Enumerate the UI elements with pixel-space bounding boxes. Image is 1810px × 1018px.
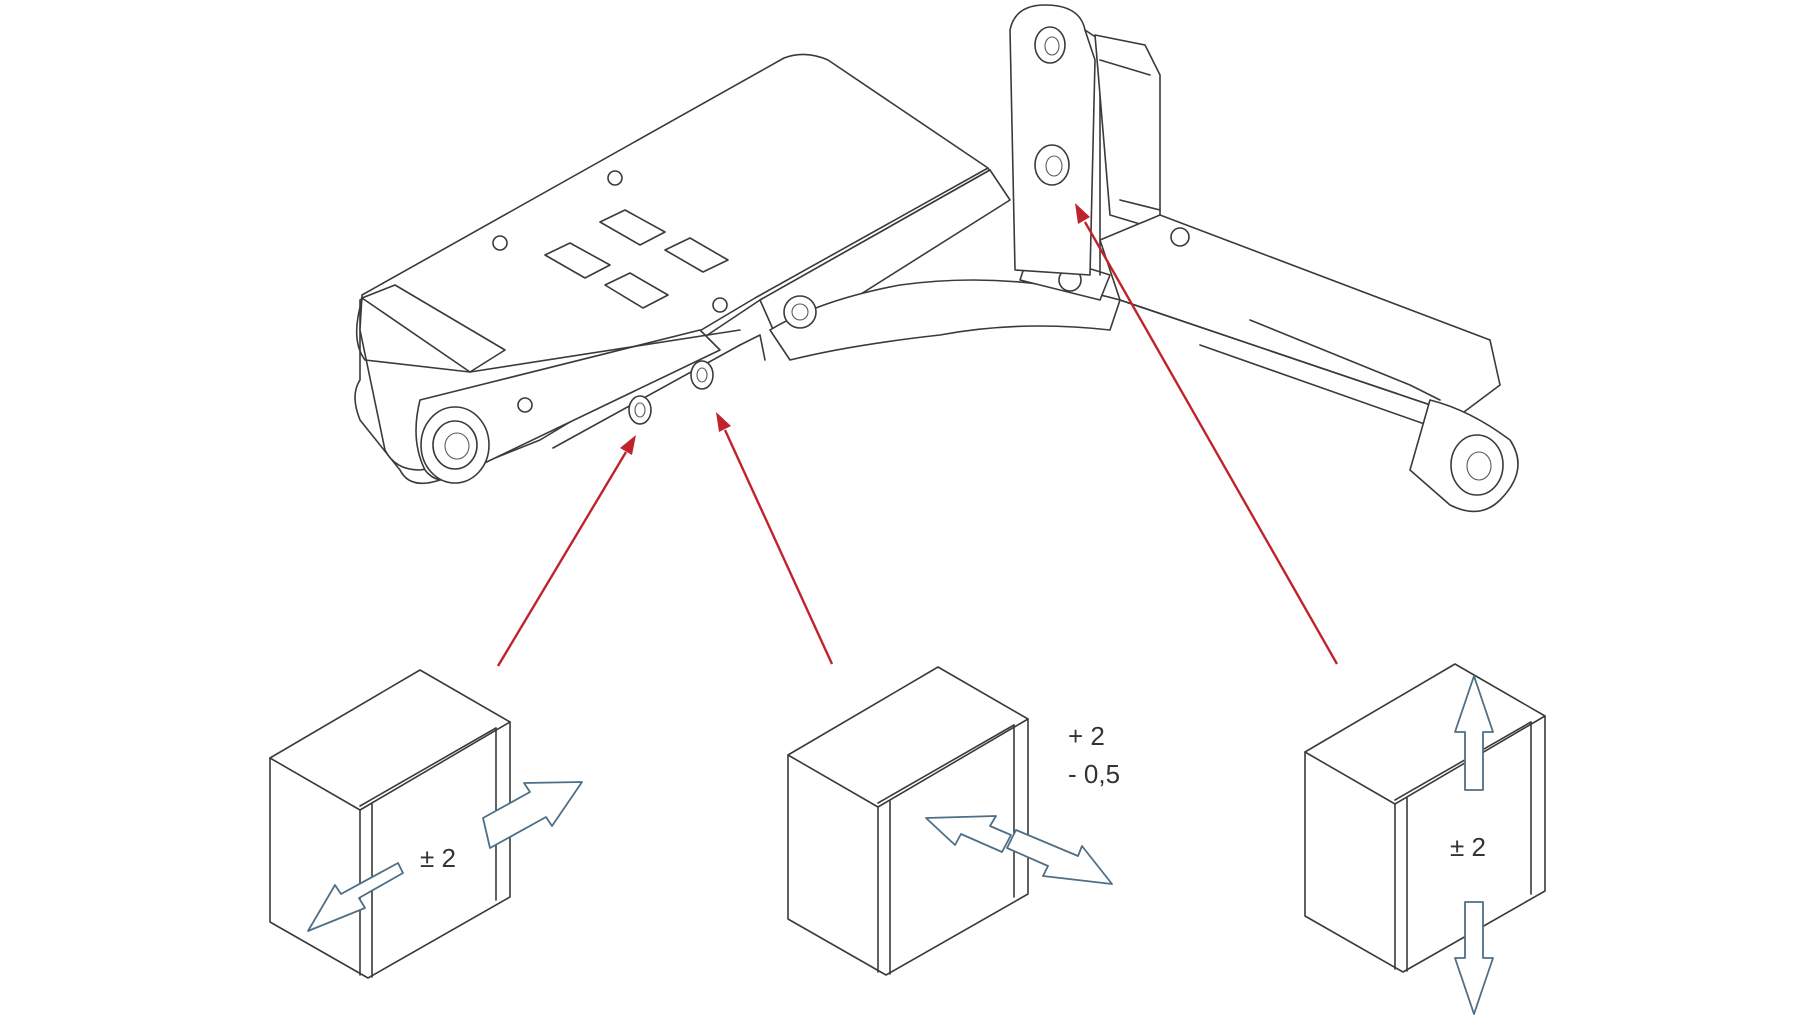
height-arrow-down-icon — [1454, 901, 1494, 1015]
lateral-adjustment-label: ± 2 — [420, 843, 456, 873]
depth-adjustment-label-minus: - 0,5 — [1068, 759, 1120, 789]
height-adjustment-label: ± 2 — [1450, 832, 1486, 862]
pointer-height — [1075, 203, 1339, 665]
lateral-arrow-left-icon — [307, 862, 404, 932]
pointer-lateral — [496, 435, 636, 667]
hinge-drawing — [354, 4, 1519, 513]
adjustment-lateral: ± 2 — [269, 669, 583, 979]
depth-adjustment-screw — [690, 360, 714, 390]
mounting-plate — [354, 53, 991, 485]
plate-slots — [544, 209, 729, 309]
support-arm — [1099, 214, 1519, 513]
depth-arrow-out-icon — [925, 815, 1012, 853]
depth-arrow-in-icon — [1006, 829, 1113, 885]
vertical-bracket — [1009, 4, 1161, 276]
pointer-lines — [496, 203, 1339, 667]
lateral-adjustment-screw — [628, 395, 652, 425]
height-arrow-up-icon — [1454, 675, 1494, 791]
hinge-arm — [759, 169, 1121, 361]
adjustment-height: ± 2 — [1304, 663, 1546, 1015]
adjustment-depth: + 2 - 0,5 — [787, 666, 1120, 976]
pointer-depth — [716, 412, 834, 665]
depth-adjustment-label-plus: + 2 — [1068, 721, 1105, 751]
lateral-arrow-right-icon — [482, 781, 583, 849]
